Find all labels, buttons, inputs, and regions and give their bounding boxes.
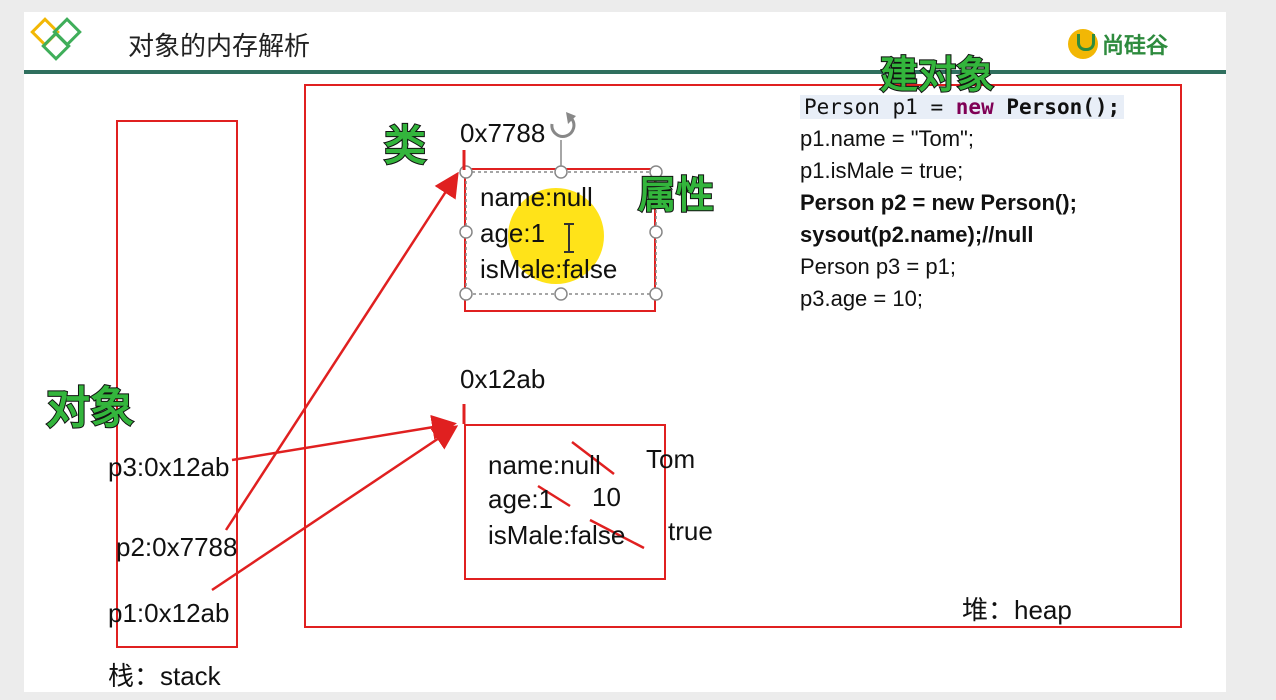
address-0x7788: 0x7788 [460,118,546,148]
header-divider [24,70,1226,74]
obj2-update-name: Tom [646,444,696,474]
arrow-p3-to-0x12ab [231,414,457,462]
code-eq: = [930,95,944,119]
obj1-field-name: name:null [480,182,593,212]
code-line-5: sysout(p2.name);//null [800,222,1034,247]
brand-logo-text: 尚硅谷 [1102,33,1169,58]
heap-box [304,84,1182,628]
label-object: 对象 [45,383,135,434]
cursor-highlight [508,188,604,284]
brand-logo: 尚硅谷 [1068,28,1168,60]
address-0x12ab: 0x12ab [460,364,546,394]
code-line-1: Person p1 = new Person(); [800,94,1125,120]
obj2-update-age: 10 [592,482,621,512]
stack-var-p3: p3:0x12ab [108,452,230,482]
selection-handles [459,165,663,301]
stack-var-p2: p2:0x7788 [116,532,238,562]
brand-logo-icon [1068,29,1098,59]
code-line-2: p1.name = "Tom"; [800,126,974,151]
object-box-0x12ab [464,424,666,580]
text-cursor-icon [564,223,574,253]
code-var: p1 [892,95,918,119]
code-type: Person [804,95,880,119]
label-build-object: 建对象 [879,54,995,98]
arrow-p2-to-0x7788 [224,171,459,531]
logo-diamonds-icon [30,17,82,61]
obj2-update-ismale: true [668,516,713,546]
strike-marks [537,441,645,550]
obj2-field-name: name:null [488,450,601,480]
obj2-field-age: age:1 [488,484,554,514]
stack-box [116,120,238,648]
obj1-field-ismale: isMale:false [480,254,618,284]
code-ctor: Person(); [1006,95,1121,119]
code-keyword-new: new [955,95,994,119]
heap-label: 堆：heap [962,595,1072,625]
code-line-3: p1.isMale = true; [800,158,964,183]
obj2-field-ismale: isMale:false [488,520,626,550]
stack-label: 栈：stack [108,661,221,691]
obj1-field-age: age:1 [480,218,546,248]
code-line-7: p3.age = 10; [800,286,923,311]
stack-var-p1: p1:0x12ab [108,598,230,628]
label-class: 类 [383,121,427,170]
label-attribute: 属性 [637,174,715,218]
code-line-4: Person p2 = new Person(); [800,190,1077,215]
page-title: 对象的内存解析 [128,31,311,61]
rotate-handle-icon[interactable] [550,112,576,138]
arrow-p1-to-0x12ab [211,425,459,592]
code-line-6: Person p3 = p1; [800,254,956,279]
code-line-1-highlight: Person p1 = new Person(); [800,95,1125,119]
